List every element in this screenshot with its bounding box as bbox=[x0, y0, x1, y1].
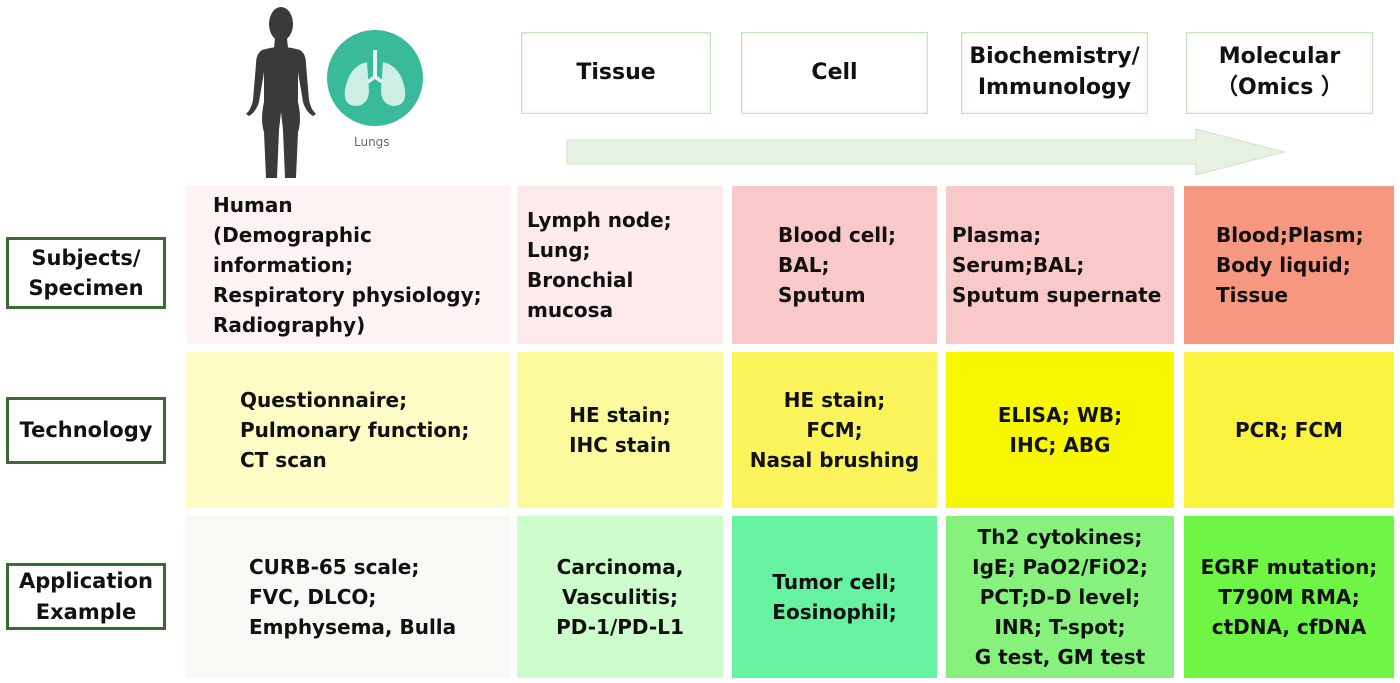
cell-subjects-specimen-0: Human (Demographic information; Respirat… bbox=[186, 186, 510, 344]
row-label-application-example: Application Example bbox=[6, 563, 166, 630]
cell-technology-1: HE stain; IHC stain bbox=[517, 352, 723, 508]
cell-application-example-3: Th2 cytokines; IgE; PaO2/FiO2; PCT;D-D l… bbox=[946, 516, 1174, 678]
cell-technology-4: PCR; FCM bbox=[1184, 352, 1394, 508]
lungs-icon bbox=[327, 30, 423, 126]
cell-subjects-specimen-3: Plasma; Serum;BAL; Sputum supernate bbox=[946, 186, 1174, 344]
cell-application-example-1: Carcinoma, Vasculitis; PD-1/PD-L1 bbox=[517, 516, 723, 678]
human-silhouette-icon bbox=[246, 7, 316, 178]
cell-subjects-specimen-1: Lymph node; Lung; Bronchial mucosa bbox=[517, 186, 723, 344]
cell-application-example-4: EGRF mutation; T790M RMA; ctDNA, cfDNA bbox=[1184, 516, 1394, 678]
right-arrow-icon bbox=[566, 128, 1286, 176]
cell-subjects-specimen-4: Blood;Plasm; Body liquid; Tissue bbox=[1184, 186, 1394, 344]
header-biochemistry-immunology: Biochemistry/ Immunology bbox=[961, 32, 1148, 114]
cell-technology-0: Questionnaire; Pulmonary function; CT sc… bbox=[186, 352, 510, 508]
row-label-technology: Technology bbox=[6, 397, 166, 464]
cell-subjects-specimen-2: Blood cell; BAL; Sputum bbox=[732, 186, 937, 344]
lungs-label: Lungs bbox=[354, 135, 390, 149]
cell-technology-3: ELISA; WB; IHC; ABG bbox=[946, 352, 1174, 508]
row-label-subjects-specimen: Subjects/ Specimen bbox=[6, 237, 166, 309]
header-tissue: Tissue bbox=[521, 32, 711, 114]
header-molecular-omics: Molecular （Omics ） bbox=[1186, 32, 1373, 114]
cell-application-example-2: Tumor cell; Eosinophil; bbox=[732, 516, 937, 678]
header-cell: Cell bbox=[741, 32, 928, 114]
cell-application-example-0: CURB-65 scale; FVC, DLCO; Emphysema, Bul… bbox=[186, 516, 510, 678]
cell-technology-2: HE stain; FCM; Nasal brushing bbox=[732, 352, 937, 508]
